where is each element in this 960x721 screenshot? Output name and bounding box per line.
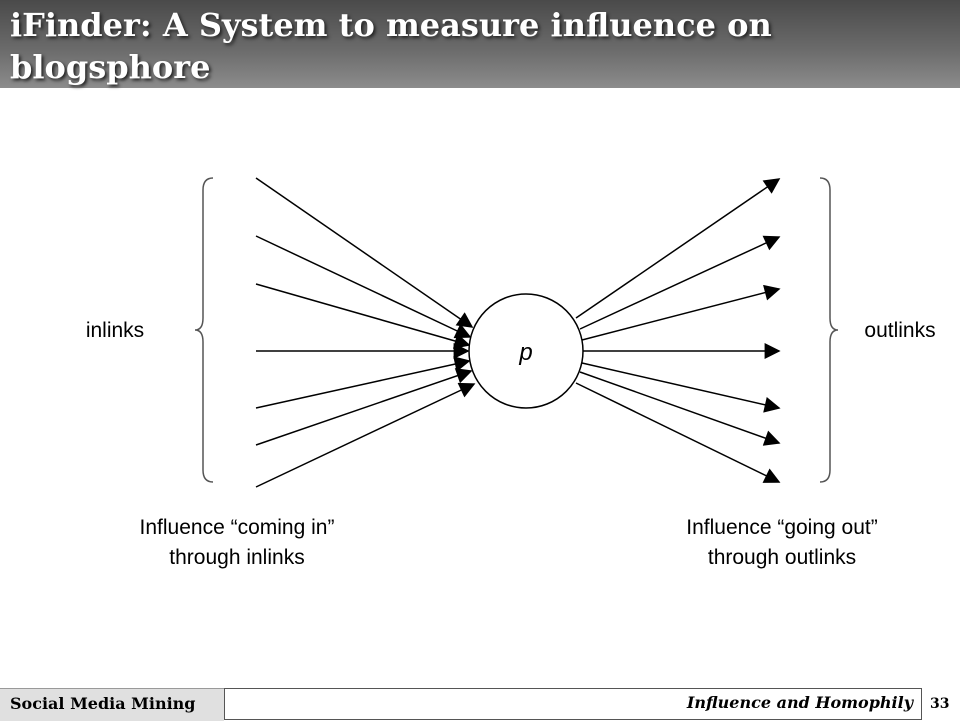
- inlink-arrow: [255, 177, 474, 328]
- influence-diagram: p inlinks outlinks Influence “coming in”…: [86, 177, 936, 569]
- footer-topic-box: Influence and Homophily: [224, 688, 922, 720]
- inlink-arrow: [255, 235, 472, 339]
- inlink-arrow: [255, 283, 471, 349]
- inlink-arrow: [255, 368, 473, 446]
- page-number: 33: [930, 696, 950, 712]
- outlink-arrow: [575, 178, 781, 319]
- inlink-arrow: [255, 356, 471, 409]
- outgoing-caption-line2: through outlinks: [708, 546, 856, 569]
- incoming-caption-line1: Influence “coming in”: [140, 516, 335, 539]
- inlinks-label: inlinks: [86, 319, 144, 342]
- node-p-label: p: [518, 339, 532, 366]
- outlink-arrow: [581, 284, 781, 341]
- outlink-arrow: [579, 235, 781, 330]
- footer-course: Social Media Mining: [10, 694, 196, 713]
- title-bar: iFinder: A System to measure influence o…: [0, 0, 960, 88]
- outlinks-label: outlinks: [864, 319, 935, 342]
- node-p: [468, 293, 584, 409]
- outlinks-brace: [819, 177, 839, 483]
- outgoing-caption-line1: Influence “going out”: [686, 516, 877, 539]
- footer-course-box: Social Media Mining: [0, 688, 224, 721]
- slide-title: iFinder: A System to measure influence o…: [10, 6, 772, 86]
- inlink-arrows: [255, 177, 476, 488]
- outlink-arrow: [579, 371, 781, 446]
- outlink-arrow: [581, 362, 781, 413]
- incoming-caption-line2: through inlinks: [169, 546, 304, 569]
- inlinks-brace: [194, 177, 214, 483]
- footer-topic: Influence and Homophily: [686, 693, 913, 712]
- outlink-arrow: [575, 382, 781, 483]
- outlink-arrows: [575, 178, 781, 483]
- inlink-arrow: [255, 382, 476, 488]
